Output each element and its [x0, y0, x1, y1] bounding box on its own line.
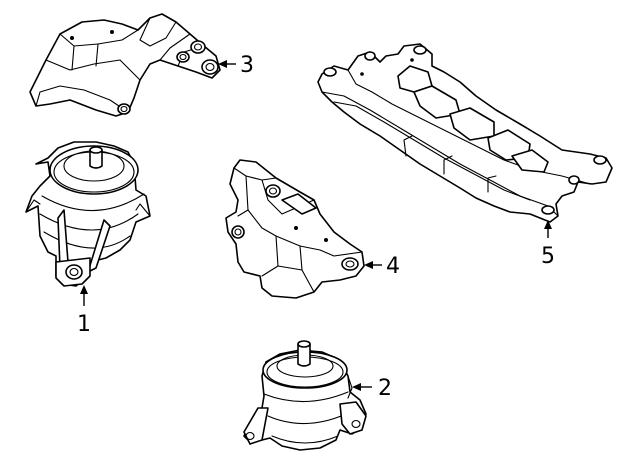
callout-5-arrowhead [544, 220, 552, 229]
callout-2-arrowhead [352, 383, 361, 391]
callout-3-label: 3 [240, 53, 254, 78]
callout-4-arrowhead [364, 261, 373, 269]
part-3-engine-mount-bracket [29, 13, 221, 117]
part-4-mount-bracket [225, 159, 365, 299]
callout-5-label: 5 [541, 244, 555, 269]
callout-1-arrowhead [80, 285, 88, 294]
callout-5: 5 [541, 220, 555, 269]
callout-1: 1 [77, 285, 91, 337]
callout-3-arrowhead [218, 60, 227, 68]
part-5-crossmember [317, 43, 613, 223]
callout-2-label: 2 [378, 376, 392, 401]
callout-2: 2 [352, 376, 392, 401]
part-1-engine-mount [25, 141, 151, 287]
part-2-engine-mount [243, 340, 367, 451]
callout-4: 4 [364, 254, 400, 279]
callout-4-label: 4 [386, 254, 400, 279]
callout-3: 3 [218, 53, 254, 78]
callout-1-label: 1 [77, 312, 91, 337]
